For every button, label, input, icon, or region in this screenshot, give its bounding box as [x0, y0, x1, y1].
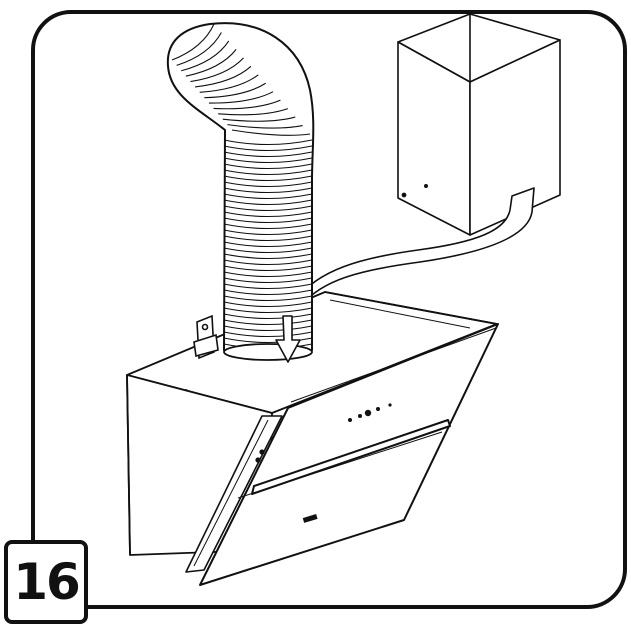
button-icon — [348, 418, 352, 422]
duct-rib — [181, 40, 230, 72]
hood-glass-panel — [199, 323, 499, 586]
duct-rib — [223, 289, 313, 296]
duct-rib — [223, 283, 313, 290]
hood-bracket — [193, 314, 219, 360]
duct-rib — [223, 187, 313, 194]
duct-rib — [213, 99, 281, 110]
control-panel — [348, 403, 392, 422]
duct-rib — [223, 337, 313, 344]
duct-rib — [223, 325, 313, 332]
duct-rib — [223, 145, 313, 152]
flexible-duct — [166, 22, 315, 361]
duct-rib — [223, 205, 313, 212]
duct-rib — [204, 82, 266, 99]
duct-rib — [223, 271, 313, 278]
duct-rib — [227, 124, 303, 129]
button-icon — [358, 414, 362, 418]
duct-rib — [223, 241, 313, 248]
duct-rib — [223, 229, 313, 236]
duct-rib — [223, 259, 313, 266]
duct-rib — [223, 319, 313, 326]
duct-rib — [231, 129, 311, 136]
duct-rib — [223, 169, 313, 176]
step-number: 16 — [13, 553, 81, 611]
chimney-cover — [397, 13, 561, 236]
step-badge: 16 — [4, 540, 88, 624]
duct-rib — [223, 199, 313, 206]
duct-rib — [218, 108, 289, 116]
duct-rib — [195, 65, 252, 88]
duct-rib — [222, 116, 296, 122]
duct-rib — [171, 23, 215, 61]
duct-rib — [223, 313, 313, 320]
button-icon — [376, 407, 380, 411]
duct-rib — [223, 151, 313, 158]
hood-side-frame — [185, 415, 283, 573]
duct-rib — [223, 295, 313, 302]
duct-rib — [223, 157, 313, 164]
duct-rib — [223, 331, 313, 338]
duct-rib — [223, 193, 313, 200]
power-button-icon — [364, 409, 372, 417]
duct-rib — [223, 139, 313, 146]
arrow-down-icon — [275, 315, 301, 363]
duct-rib — [223, 181, 313, 188]
duct-rib — [223, 211, 313, 218]
duct-rib — [223, 307, 313, 314]
duct-rib — [223, 223, 313, 230]
duct-rib — [199, 74, 259, 93]
duct-rib — [223, 247, 313, 254]
duct-rib — [185, 49, 237, 77]
duct-rib — [223, 217, 313, 224]
duct-rib — [223, 163, 313, 170]
duct-rib — [223, 301, 313, 308]
brand-logo-icon — [302, 514, 318, 523]
button-icon — [388, 403, 392, 407]
duct-rib — [208, 91, 274, 104]
duct-rib — [223, 265, 313, 272]
duct-rib — [223, 175, 313, 182]
duct-rib — [190, 57, 244, 83]
duct-rib — [223, 277, 313, 284]
duct-rib — [176, 32, 222, 66]
duct-rib — [223, 235, 313, 242]
duct-rib — [223, 253, 313, 260]
